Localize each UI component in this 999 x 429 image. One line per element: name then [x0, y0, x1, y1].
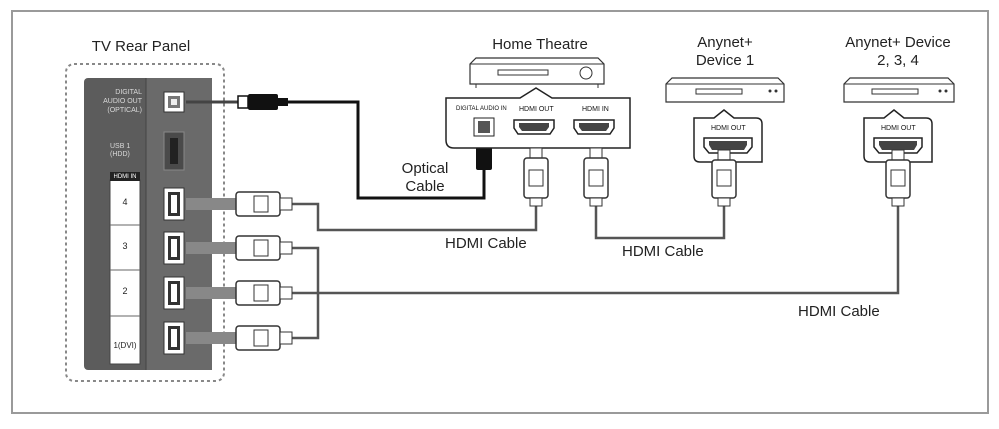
ht-digital-audio-in-label: DIGITAL AUDIO IN [456, 106, 507, 112]
home-theatre-title: Home Theatre [492, 36, 588, 53]
hdmi-cable-label-1: HDMI Cable [445, 235, 527, 252]
optical-cable-label-line2: Cable [405, 178, 445, 195]
ht-hdmi-out-label: HDMI OUT [519, 106, 554, 113]
digital-audio-out-label-2: AUDIO OUT [103, 98, 142, 105]
hdmi-port-label: 3 [122, 241, 128, 251]
tv-rear-panel [65, 63, 225, 382]
hdmi-in-column [109, 179, 141, 365]
usb-label-1: USB 1 [110, 143, 131, 150]
device234-hdmi-out-label: HDMI OUT [881, 125, 916, 132]
usb-label-2: (HDD) [110, 151, 130, 158]
anynet-device-1 [665, 77, 785, 163]
hdmi-in-header-box [110, 172, 140, 181]
bluray-player-icon [665, 77, 785, 103]
hdmi-plug-icon [711, 149, 737, 207]
anynet-device-1-title-line1: Anynet+ [697, 34, 753, 51]
hdmi-plug-icon [186, 325, 293, 351]
hdmi-port-label: 1(DVI) [113, 341, 137, 350]
hdmi-port-label: 4 [122, 197, 128, 207]
digital-audio-out-label-3: (OPTICAL) [107, 107, 142, 114]
cable-ht-in-device1 [594, 206, 726, 240]
tv-panel-inner-strip [146, 78, 212, 370]
optical-plug-icon [237, 94, 288, 110]
device1-hdmi-out-label: HDMI OUT [711, 125, 746, 132]
hdmi-plug-icon [523, 147, 549, 207]
anynet-device-1-title-line2: Device 1 [695, 52, 755, 69]
ht-hdmi-out-port-icon [513, 119, 555, 135]
av-receiver-icon [469, 57, 605, 88]
hdmi-in-header-label: HDMI IN [113, 174, 137, 180]
ht-optical-in-port-icon [473, 117, 495, 137]
tv-hdmi-port-1 [163, 321, 185, 355]
device1-hdmi-out-port-icon [703, 137, 753, 154]
tv-rear-panel-title: TV Rear Panel [91, 38, 191, 55]
hdmi-plug-icon [885, 149, 911, 207]
hdmi-cable-label-2: HDMI Cable [622, 243, 704, 260]
hdmi-port-label: 2 [122, 286, 128, 296]
digital-audio-out-label-1: DIGITAL [115, 89, 142, 96]
usb-port-icon [163, 131, 185, 171]
home-theatre [445, 57, 631, 149]
bluray-player-234-icon [843, 77, 955, 103]
hdmi-plug-icon [186, 280, 293, 306]
ht-hdmi-in-port-icon [573, 119, 615, 135]
ht-hdmi-in-label: HDMI IN [582, 106, 609, 113]
anynet-device-234-title-line2: 2, 3, 4 [877, 52, 919, 69]
hdmi-plug-icon [583, 147, 609, 207]
anynet-device-234 [843, 77, 955, 163]
hdmi-plug-icon [186, 191, 293, 217]
tv-side-hdmi-plugs [186, 191, 293, 351]
vertical-hdmi-plugs [523, 147, 911, 207]
hdmi-cable-label-3: HDMI Cable [798, 303, 880, 320]
tv-hdmi-port-2 [163, 276, 185, 310]
tv-hdmi-port-4 [163, 187, 185, 221]
device234-hdmi-out-port-icon [873, 137, 923, 154]
anynet-device-234-title-line1: Anynet+ Device [845, 34, 951, 51]
hdmi-plug-icon [186, 235, 293, 261]
optical-port-icon [163, 91, 185, 113]
optical-cable-label-line1: Optical [401, 160, 449, 177]
tv-hdmi-port-3 [163, 231, 185, 265]
